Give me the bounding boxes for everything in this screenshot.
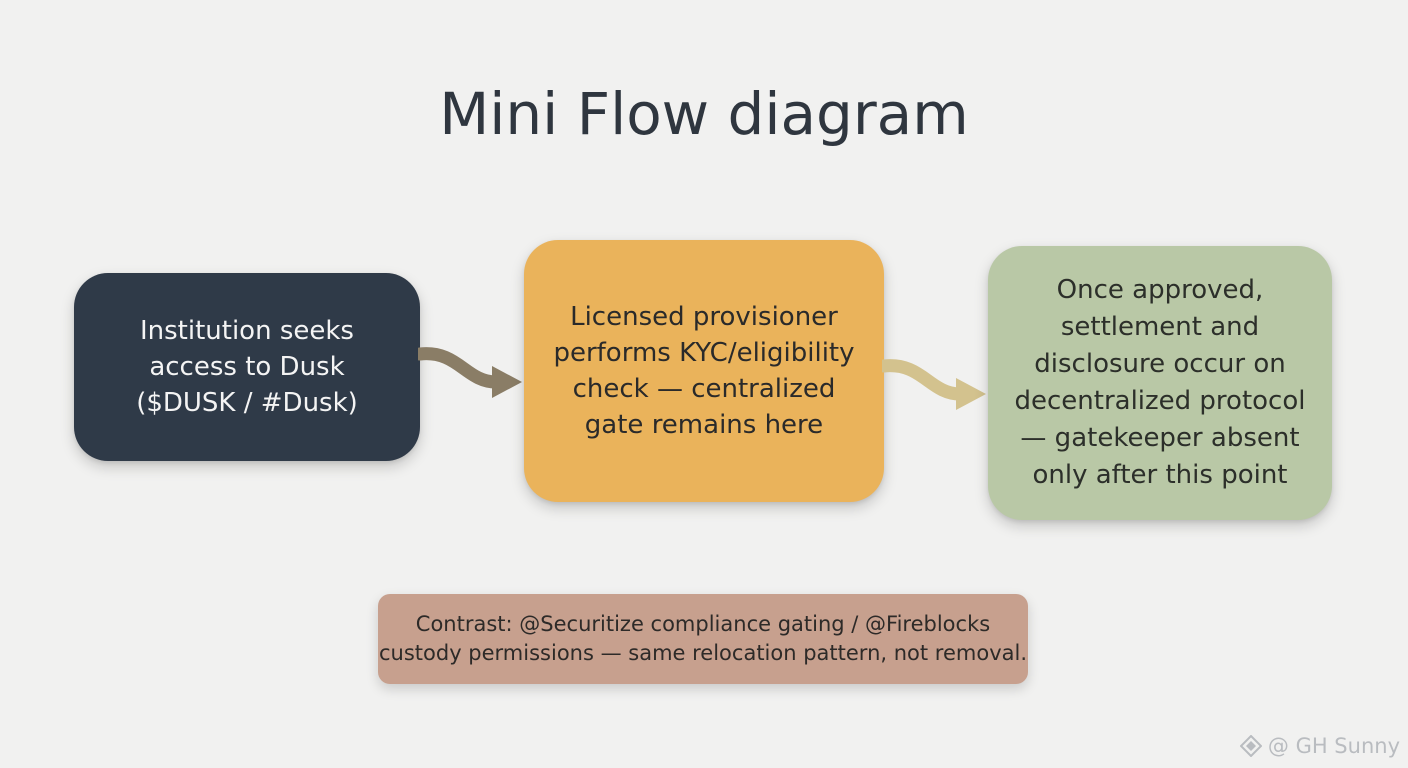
- flow-step-provisioner: Licensed provisioner performs KYC/eligib…: [524, 240, 884, 502]
- flow-step-text: Institution seeks access to Dusk ($DUSK …: [136, 316, 358, 418]
- flow-step-settlement: Once approved, settlement and disclosure…: [988, 246, 1332, 520]
- watermark: @ GH Sunny: [1239, 734, 1400, 758]
- arrow-icon: [882, 359, 986, 410]
- diamond-logo-icon: [1239, 735, 1262, 757]
- page-title: Mini Flow diagram: [439, 80, 969, 148]
- flow-step-text: Licensed provisioner performs KYC/eligib…: [553, 302, 855, 440]
- contrast-note-text: Contrast: @Securitize compliance gating …: [378, 612, 1028, 665]
- flow-step-institution: Institution seeks access to Dusk ($DUSK …: [74, 273, 420, 461]
- flow-step-text: Once approved, settlement and disclosure…: [1014, 275, 1306, 490]
- watermark-text: @ GH Sunny: [1267, 734, 1400, 758]
- arrow-icon: [418, 347, 522, 398]
- contrast-note: Contrast: @Securitize compliance gating …: [378, 594, 1028, 684]
